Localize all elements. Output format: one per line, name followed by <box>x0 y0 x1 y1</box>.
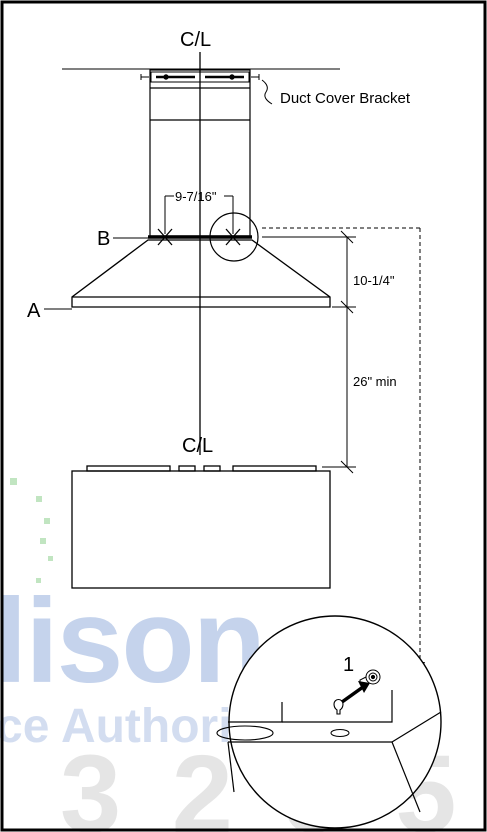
keyhole-slot <box>333 698 344 715</box>
detail-callout-number: 1 <box>343 654 354 676</box>
duct-cover-bracket-label: Duct Cover Bracket <box>280 90 411 107</box>
mounting-plate <box>148 228 252 246</box>
cooktop-range <box>71 465 331 589</box>
detail-slot-hole <box>330 729 350 737</box>
screw-direction-arrowhead <box>358 681 370 693</box>
detail-hood-edge <box>227 690 442 813</box>
point-b-label: B <box>97 228 110 250</box>
watermark-text-line1: lison <box>0 574 264 708</box>
clearance-dimension-label: 26" min <box>353 374 397 389</box>
screw-direction-arrow <box>340 685 365 704</box>
offset-dimension-label: 9-7/16" <box>175 189 217 204</box>
centerline-top-label: C/L <box>180 29 211 51</box>
point-a-label: A <box>27 300 41 322</box>
hood-canopy <box>71 239 331 308</box>
detail-round-edge <box>216 725 274 741</box>
detail-magnifier: 1 <box>216 615 442 829</box>
detail-leader-dashed <box>262 227 421 664</box>
offset-dimension <box>164 195 234 234</box>
bracket-leader-line <box>261 79 273 105</box>
height-dimensions <box>262 230 356 474</box>
detail-circle-small <box>209 212 259 262</box>
centerline-bottom-label: C/L <box>182 435 213 457</box>
hood-height-dimension-label: 10-1/4" <box>353 273 395 288</box>
watermark-dots <box>10 478 53 583</box>
